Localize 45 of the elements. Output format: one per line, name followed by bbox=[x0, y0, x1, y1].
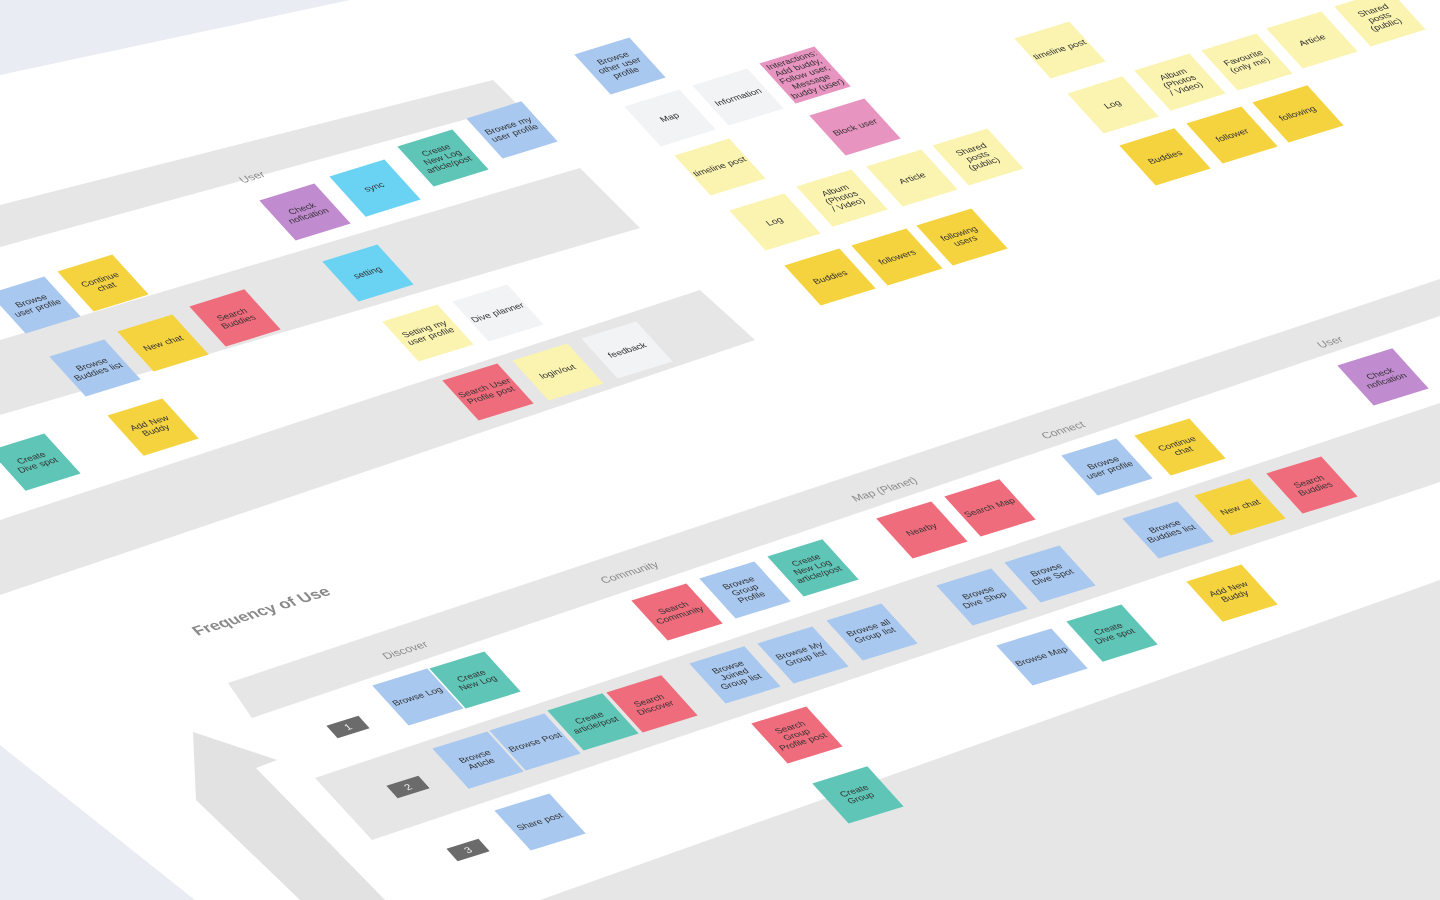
sticky-note: Browse Map bbox=[996, 628, 1088, 686]
sticky-note: Search User Profile post bbox=[442, 363, 534, 421]
sticky-note: following bbox=[1252, 85, 1344, 143]
row-number-badge: 2 bbox=[386, 775, 430, 799]
sticky-note: Browse user profile bbox=[0, 276, 81, 334]
sticky-note: Log bbox=[729, 193, 821, 251]
sticky-note: follower bbox=[1186, 106, 1278, 164]
sticky-note: following users bbox=[916, 208, 1008, 266]
sticky-note: Block user bbox=[809, 98, 901, 156]
row-number-badge: 1 bbox=[326, 715, 370, 739]
sticky-note: Buddies bbox=[784, 248, 876, 306]
column-heading: User bbox=[238, 171, 265, 183]
sticky-note: Buddies bbox=[1119, 128, 1211, 186]
sticky-note: Album (Photos / Video) bbox=[796, 169, 888, 227]
sticky-note: Add New Buddy bbox=[107, 398, 199, 456]
sticky-note: Search Buddies bbox=[1266, 456, 1358, 514]
row-number-badge: 3 bbox=[446, 838, 490, 862]
sticky-note: Browse Buddies list bbox=[1122, 501, 1214, 559]
sticky-note: Log bbox=[1067, 76, 1159, 134]
column-heading: Map (Planet) bbox=[851, 477, 918, 502]
sticky-note: Browse other user profile bbox=[574, 37, 666, 95]
sticky-note: Shared posts (public) bbox=[1334, 0, 1426, 47]
sticky-note: Browse Dive Shop bbox=[936, 568, 1028, 626]
sticky-note: Create Dive spot bbox=[0, 433, 81, 491]
sticky-note: Browse all Group list bbox=[826, 603, 918, 661]
sticky-note: Shared posts (public) bbox=[932, 128, 1024, 186]
sticky-note: Browse user profile bbox=[1061, 438, 1153, 496]
column-heading: Discover bbox=[382, 642, 428, 660]
sticky-note: Continue chat bbox=[1134, 418, 1226, 476]
sticky-note: Search Map bbox=[944, 479, 1036, 537]
sticky-note: Search Buddies bbox=[189, 289, 281, 347]
sticky-note: Add New Buddy bbox=[1186, 564, 1278, 622]
sticky-note: timeline post bbox=[1014, 21, 1106, 79]
sticky-note: Check nofication bbox=[259, 183, 351, 241]
sticky-note: Search Group Profile post bbox=[751, 706, 843, 764]
sticky-note: Create Group bbox=[812, 766, 904, 824]
sticky-note: Browse Buddies list bbox=[49, 339, 141, 397]
column-heading: Connect bbox=[1042, 421, 1086, 439]
sticky-note: feedback bbox=[581, 321, 673, 379]
sticky-note: Share post bbox=[494, 793, 586, 851]
sticky-note: setting bbox=[322, 244, 414, 302]
sticky-note: sync bbox=[329, 159, 421, 217]
sticky-note: timeline post bbox=[674, 138, 766, 196]
column-heading: User bbox=[1316, 336, 1343, 348]
sticky-note: Check nofication bbox=[1337, 348, 1429, 406]
